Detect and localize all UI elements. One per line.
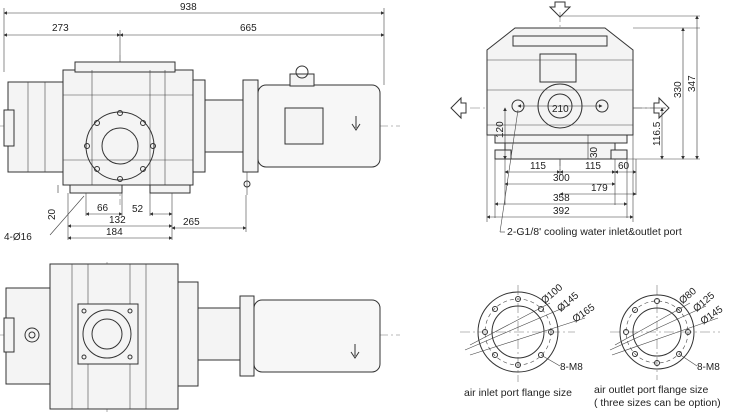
- left-arrow-icon: [450, 96, 467, 120]
- outlet-flange: Ø80 Ø125 Ø145 8-M8 air outlet port flang…: [594, 285, 725, 409]
- end-view: 330 347 116.5 210 120 30 115 115 60 300 …: [450, 1, 700, 238]
- dim-52: 52: [132, 204, 144, 215]
- dim-392: 392: [553, 206, 570, 217]
- inlet-d165: Ø165: [571, 302, 598, 325]
- outlet-caption: air outlet port flange size: [594, 384, 709, 396]
- inlet-flange: Ø100 Ø145 Ø165 8-M8 air inlet port flang…: [460, 282, 597, 399]
- dim-30: 30: [589, 146, 600, 158]
- outlet-bolts: 8-M8: [697, 362, 720, 373]
- top-view: [0, 262, 400, 412]
- dim-60: 60: [618, 161, 630, 172]
- dim-358: 358: [553, 193, 570, 204]
- rotation-arrow-icon: [351, 116, 361, 131]
- dim-20: 20: [47, 208, 58, 220]
- dim-330: 330: [673, 81, 684, 98]
- dim-184: 184: [106, 227, 123, 238]
- side-view-top: 938 273 665: [0, 2, 400, 243]
- dim-938: 938: [180, 2, 197, 13]
- dim-347: 347: [687, 75, 698, 92]
- right-arrow-icon: [653, 96, 670, 120]
- dim-132: 132: [109, 215, 126, 226]
- down-arrow-icon: [548, 1, 572, 18]
- inlet-bolts: 8-M8: [560, 362, 583, 373]
- dim-210: 210: [552, 104, 569, 115]
- dim-665: 665: [240, 23, 257, 34]
- holes-callout: 4-Ø16: [4, 232, 32, 243]
- dim-120: 120: [495, 121, 506, 138]
- dim-265: 265: [183, 217, 200, 228]
- dim-116-5: 116.5: [652, 121, 663, 146]
- dim-273: 273: [52, 23, 69, 34]
- outlet-note: ( three sizes can be option): [594, 397, 721, 409]
- dim-115-left: 115: [530, 161, 546, 172]
- dim-115-right: 115: [585, 161, 601, 172]
- dim-300: 300: [553, 173, 570, 184]
- dim-66: 66: [97, 203, 109, 214]
- inlet-caption: air inlet port flange size: [464, 387, 572, 399]
- cooling-port-caption: 2-G1/8' cooling water inlet&outlet port: [507, 226, 682, 238]
- rotation-arrow-icon-2: [350, 344, 360, 359]
- dim-179: 179: [591, 183, 608, 194]
